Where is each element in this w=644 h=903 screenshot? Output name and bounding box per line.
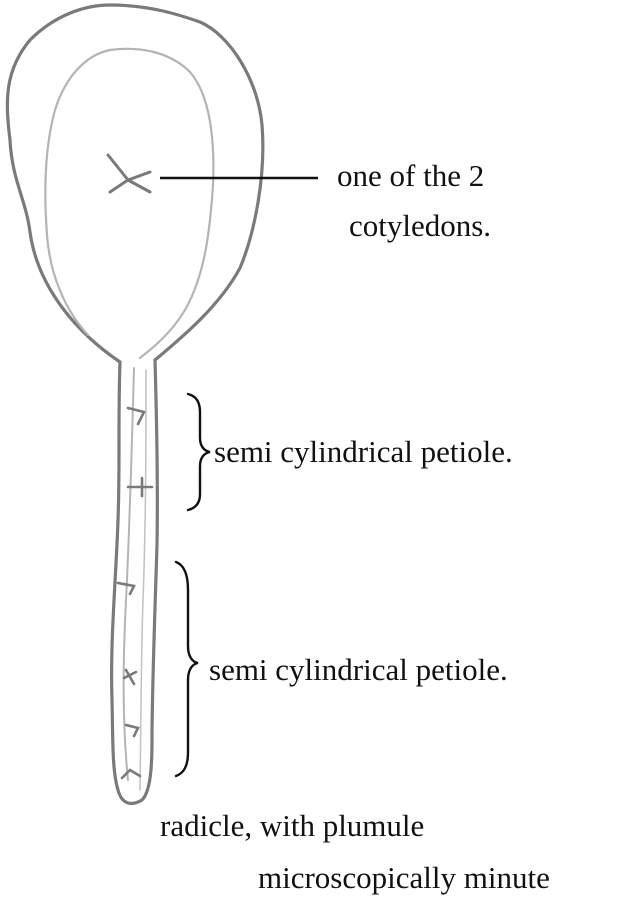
- cotyledon-label-line1: one of the 2: [337, 158, 485, 193]
- stem-inner-line: [122, 367, 135, 781]
- lower-petiole-label: semi cylindrical petiole.: [209, 652, 508, 687]
- upper-petiole-label: semi cylindrical petiole.: [214, 434, 513, 469]
- stem-tick-mark: [124, 723, 140, 738]
- stem-tick-mark: [120, 768, 142, 780]
- stem-outline: [109, 358, 159, 806]
- cotyledon-outline: [5, 3, 265, 364]
- stem-tick-mark: [116, 581, 136, 596]
- stem-inner-line-right: [139, 369, 147, 791]
- cotyledon-label-line2: cotyledons.: [349, 208, 492, 243]
- upper-petiole-brace: [186, 392, 211, 512]
- stem-tick-mark: [126, 406, 146, 426]
- radicle-label-line2: microscopically minute: [258, 860, 550, 895]
- lower-petiole-brace: [174, 560, 199, 778]
- cotyledon-inner-outline: [44, 47, 215, 360]
- stem-tick-mark: [126, 476, 154, 498]
- cotyledon-x-mark: [106, 153, 152, 194]
- radicle-label-line1: radicle, with plumule: [160, 808, 425, 843]
- stem-tick-mark: [122, 668, 138, 686]
